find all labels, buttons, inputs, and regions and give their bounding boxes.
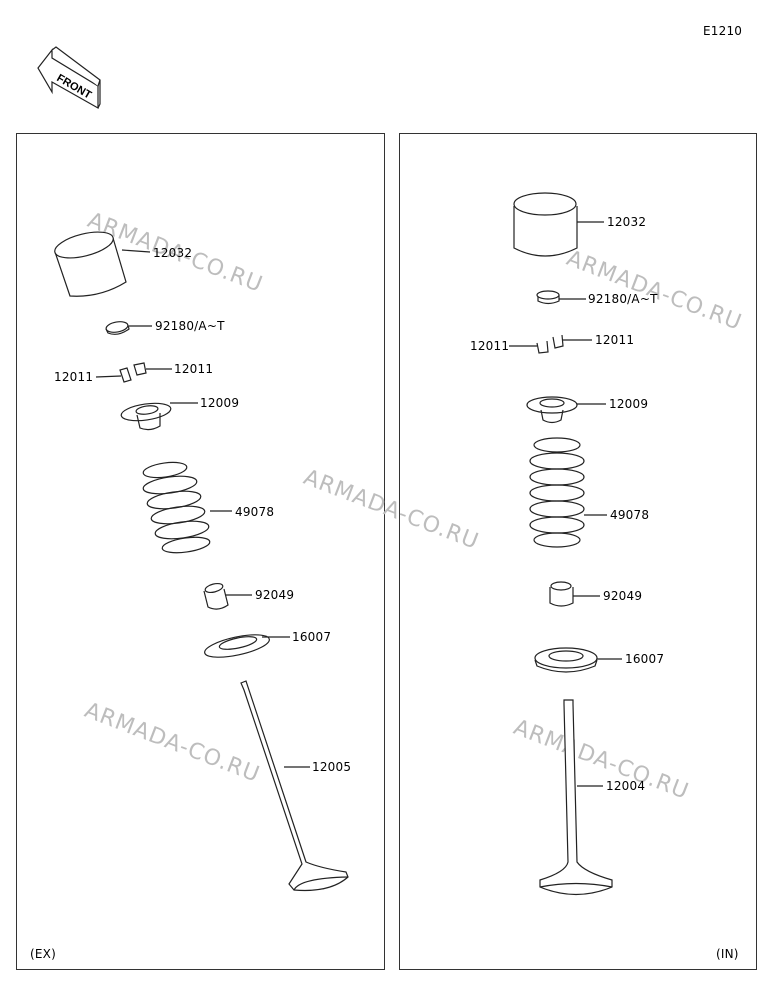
in-cap-label: 12032	[607, 215, 647, 229]
ex-caption: (EX)	[30, 947, 56, 961]
in-keepers-shape	[536, 334, 564, 354]
ex-spring-label: 49078	[235, 505, 275, 519]
in-seat-shape	[534, 647, 598, 673]
ex-cap-shape	[54, 231, 127, 297]
in-valve-label: 12004	[606, 779, 646, 793]
ex-seal-label: 92049	[255, 588, 295, 602]
ex-seat-shape	[204, 634, 270, 658]
ex-valve-shape	[240, 680, 349, 892]
in-seal-shape	[549, 581, 574, 607]
ex-keeper-right-label: 12011	[174, 362, 214, 376]
in-shim-label: 92180/A~T	[588, 292, 658, 306]
in-seal-label: 92049	[603, 589, 643, 603]
ex-keeper-left-label: 12011	[54, 370, 94, 384]
in-shim-shape	[536, 290, 560, 305]
ex-keepers-shape	[119, 362, 147, 383]
in-cap-shape	[513, 192, 578, 257]
in-seat-label: 16007	[625, 652, 665, 666]
ex-seal-shape	[203, 582, 229, 610]
ex-retainer-label: 12009	[200, 396, 240, 410]
in-spring-label: 49078	[610, 508, 650, 522]
ex-cap-label: 12032	[153, 246, 193, 260]
in-keeper-right-label: 12011	[595, 333, 635, 347]
in-retainer-shape	[526, 396, 578, 424]
intake-panel	[399, 133, 757, 970]
in-keeper-left-label: 12011	[470, 339, 510, 353]
diagram-code: E1210	[703, 24, 743, 38]
ex-valve-label: 12005	[312, 760, 352, 774]
in-retainer-label: 12009	[609, 397, 649, 411]
ex-shim-label: 92180/A~T	[155, 319, 225, 333]
in-caption: (IN)	[716, 947, 739, 961]
front-arrow-icon	[37, 46, 101, 110]
exhaust-panel	[16, 133, 385, 970]
ex-spring-shape	[142, 461, 211, 554]
ex-shim-shape	[105, 321, 130, 335]
ex-seat-label: 16007	[292, 630, 332, 644]
in-spring-shape	[529, 437, 585, 548]
in-valve-shape	[539, 699, 613, 896]
ex-retainer-shape	[120, 402, 172, 431]
